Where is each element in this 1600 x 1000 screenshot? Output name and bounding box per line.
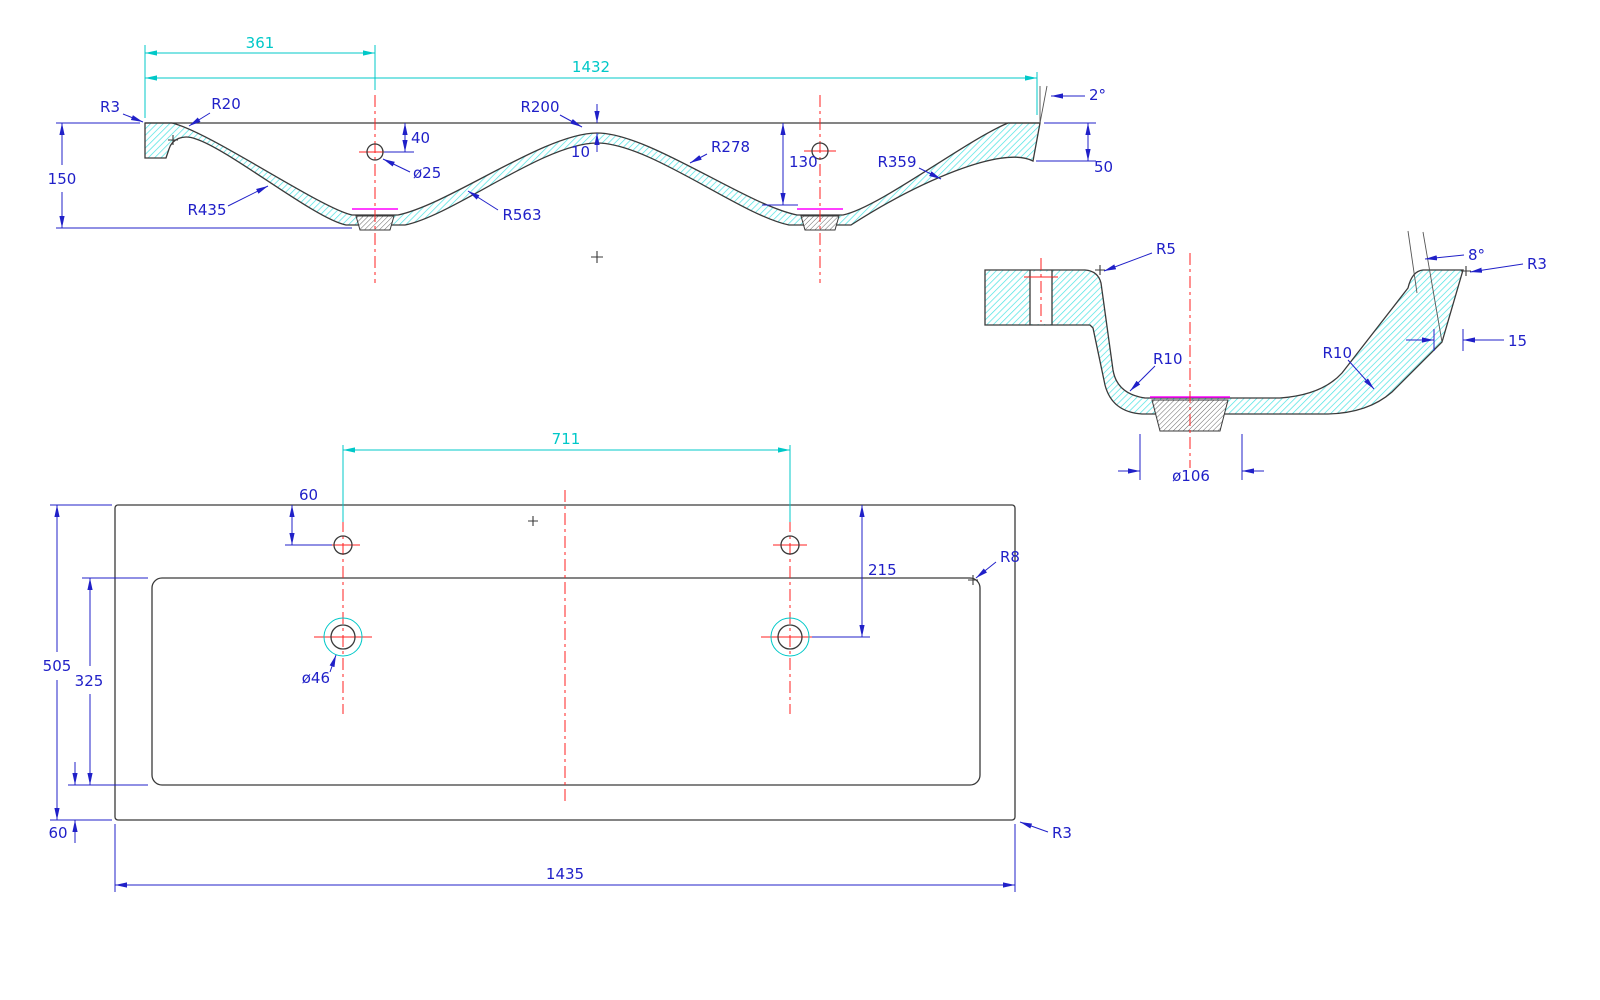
plan-dim-60-bottom: 60: [48, 762, 78, 843]
front-dim-10-label: 10: [571, 143, 590, 161]
plan-right-drain-flange: [770, 617, 810, 657]
front-r3-label: R3: [100, 98, 120, 116]
section-dia-106-label: ø106: [1172, 467, 1210, 485]
front-dim-361: 361: [144, 34, 376, 118]
front-angle-2-label: 2°: [1089, 86, 1106, 104]
front-r563-callout: R563: [467, 190, 542, 224]
plan-dim-1435: 1435: [114, 824, 1016, 892]
plan-dia-46-callout: ø46: [302, 654, 337, 687]
front-right-faucet-hole: [811, 142, 829, 160]
section-r3-label: R3: [1527, 255, 1547, 273]
plan-ref-cross-r8: [968, 575, 978, 585]
front-r278-callout: R278: [689, 138, 750, 164]
front-r20-callout: R20: [188, 95, 241, 127]
section-r5-label: R5: [1156, 240, 1176, 258]
section-basin-shell: [984, 269, 1464, 415]
front-left-faucet-hole: [366, 143, 384, 161]
plan-ref-cross-top: [528, 516, 538, 526]
plan-left-drain-hole: [330, 624, 356, 650]
front-basin-shell-section: [144, 122, 1041, 226]
plan-dim-505-label: 505: [43, 657, 72, 675]
basin-detail-section-view: R5 8° R3 15 R10 R1: [984, 230, 1547, 485]
section-r10-left-callout: R10: [1129, 350, 1183, 392]
section-angle-8-label: 8°: [1468, 246, 1485, 264]
front-r435-label: R435: [187, 201, 226, 219]
front-right-drain: [800, 215, 840, 231]
plan-dim-325-label: 325: [75, 672, 104, 690]
plan-dim-215-label: 215: [868, 561, 897, 579]
front-left-drain: [355, 215, 395, 231]
section-r10-left-label: R10: [1153, 350, 1183, 368]
section-dim-15-label: 15: [1508, 332, 1527, 350]
front-r359-callout: R359: [877, 153, 942, 180]
plan-right-faucet-hole: [780, 535, 800, 555]
section-ref-cross-r5: [1095, 265, 1105, 275]
front-dim-130-label: 130: [789, 153, 818, 171]
front-dim-40: 40: [384, 123, 430, 153]
plan-dia-46-label: ø46: [302, 669, 330, 687]
front-dim-1432-label: 1432: [572, 58, 610, 76]
front-dim-10: 10: [571, 104, 600, 161]
front-r359-label: R359: [877, 153, 916, 171]
front-r563-label: R563: [502, 206, 541, 224]
plan-dim-711: 711: [342, 430, 791, 522]
front-dim-150-label: 150: [48, 170, 77, 188]
front-r200-callout: R200: [520, 98, 583, 128]
front-r278-label: R278: [711, 138, 750, 156]
plan-r3-label: R3: [1052, 824, 1072, 842]
plan-dim-215: 215: [812, 505, 897, 638]
front-dim-150: 150: [48, 122, 352, 229]
plan-basin-rim: [151, 577, 981, 786]
section-r5-callout: R5: [1103, 240, 1176, 272]
plan-r8-label: R8: [1000, 548, 1020, 566]
front-r3-callout: R3: [100, 98, 144, 123]
section-ref-cross-r3: [1461, 266, 1471, 276]
front-dia-25-callout: ø25: [382, 158, 441, 182]
plan-dim-1435-label: 1435: [546, 865, 584, 883]
front-r20-label: R20: [211, 95, 241, 113]
front-ref-cross-bottom: [591, 251, 603, 263]
front-dim-50-label: 50: [1094, 158, 1113, 176]
plan-dim-711-label: 711: [552, 430, 581, 448]
plan-right-drain-hole: [777, 624, 803, 650]
plan-outer-outline: [114, 504, 1016, 821]
front-dim-50: 50: [1036, 122, 1113, 176]
front-section-view: 361 1432 2° R3 R20: [48, 34, 1113, 283]
plan-dim-60-top: 60: [285, 486, 332, 546]
plan-left-faucet-hole: [333, 535, 353, 555]
front-dim-361-label: 361: [246, 34, 275, 52]
front-dim-130: 130: [762, 123, 818, 206]
front-dim-1432: 1432: [145, 58, 1038, 115]
plan-dim-505: 505: [43, 504, 112, 821]
front-r200-label: R200: [520, 98, 559, 116]
plan-r8-callout: R8: [975, 548, 1020, 579]
section-dia-106: ø106: [1118, 434, 1264, 485]
plan-dim-325: 325: [68, 577, 148, 786]
plan-dim-60-top-label: 60: [299, 486, 318, 504]
plan-r3-callout: R3: [1019, 821, 1072, 842]
plan-dim-60-bottom-label: 60: [48, 824, 67, 842]
section-dim-15: 15: [1406, 329, 1527, 351]
plan-view: 711 60 215 R8 505: [43, 430, 1072, 892]
section-r10-right-callout: R10: [1322, 344, 1375, 390]
front-dim-40-label: 40: [411, 129, 430, 147]
front-ref-cross-left: [168, 135, 178, 145]
front-r435-callout: R435: [187, 185, 269, 219]
section-r10-right-label: R10: [1322, 344, 1352, 362]
front-angle-2: 2°: [1039, 85, 1106, 124]
plan-left-drain-flange: [323, 617, 363, 657]
section-r3-callout: R3: [1469, 255, 1547, 273]
section-angle-8: 8°: [1407, 230, 1485, 343]
front-dia-25-label: ø25: [413, 164, 441, 182]
